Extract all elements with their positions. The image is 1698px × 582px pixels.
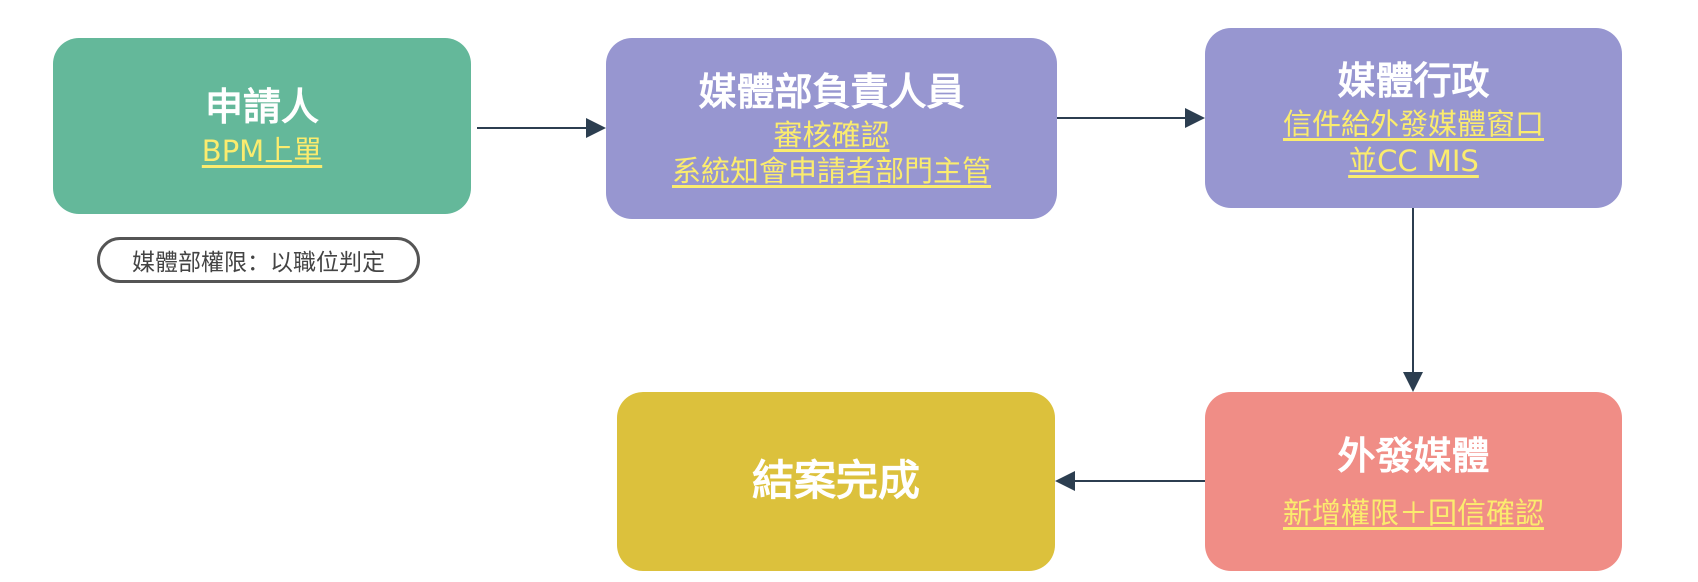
node-title: 申請人 <box>204 85 319 130</box>
node-title: 結案完成 <box>751 456 920 506</box>
node-title: 外發媒體 <box>1337 433 1490 478</box>
node-link[interactable]: 審核確認 <box>773 117 890 152</box>
node-title: 媒體部負責人員 <box>698 69 965 114</box>
node-title: 媒體行政 <box>1337 59 1490 104</box>
node-link[interactable]: 並CC MIS <box>1348 143 1479 178</box>
node-link[interactable]: 新增權限＋回信確認 <box>1282 496 1544 531</box>
node-media-dept: 媒體部負責人員 審核確認 系統知會申請者部門主管 <box>606 38 1057 219</box>
node-link[interactable]: BPM上單 <box>201 133 323 168</box>
node-link[interactable]: 系統知會申請者部門主管 <box>671 154 991 189</box>
permission-note: 媒體部權限：以職位判定 <box>97 237 420 283</box>
node-media-admin: 媒體行政 信件給外發媒體窗口 並CC MIS <box>1205 28 1622 208</box>
node-applicant: 申請人 BPM上單 <box>53 38 471 214</box>
node-link[interactable]: 信件給外發媒體窗口 <box>1282 107 1544 142</box>
node-complete: 結案完成 <box>617 392 1055 571</box>
node-external-media: 外發媒體 新增權限＋回信確認 <box>1205 392 1622 571</box>
